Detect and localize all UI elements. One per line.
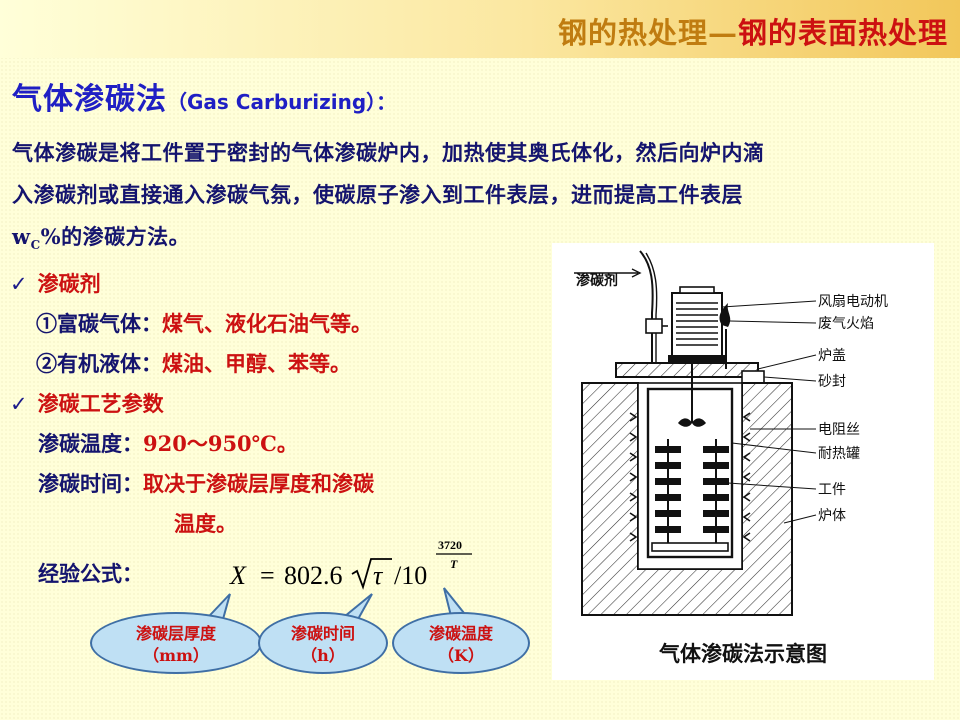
bubble-time-line2: （h）: [301, 646, 345, 665]
inlet-label: 渗碳剂: [576, 272, 618, 289]
label-sand-seal: 砂封: [818, 374, 846, 390]
agent-gas-value: 煤气、液化石油气等。: [162, 311, 372, 336]
param-temp-value: 920～950℃。: [143, 431, 298, 456]
agent-gas-label: ①富碳气体：: [36, 311, 162, 336]
slide-title-cn: 气体渗碳法: [12, 82, 167, 117]
agent-item-gas: ①富碳气体：煤气、液化石油气等。: [10, 304, 374, 344]
param-time-value-2: 温度。: [174, 511, 237, 536]
formula-sqrt-sign: [351, 558, 392, 590]
label-fan-motor: 风扇电动机: [818, 294, 888, 310]
bubble-time-line1: 渗碳时间: [290, 624, 355, 643]
leader-lines: [721, 300, 817, 524]
intro-paragraph: 气体渗碳是将工件置于密封的气体渗碳炉内，加热使其奥氏体化，然后向炉内滴 入渗碳剂…: [12, 132, 957, 266]
formula-lhs: X: [229, 561, 247, 590]
header-main-title: 钢的热处理: [557, 16, 708, 50]
header-dash: —: [707, 16, 738, 50]
furnace-diagram-svg: 渗碳剂: [574, 250, 888, 666]
intro-line-2: 入渗碳剂或直接通入渗碳气氛，使碳原子渗入到工件表层，进而提高工件表层: [12, 182, 743, 207]
param-temp-label: 渗碳温度：: [38, 431, 143, 456]
formula-exp-numerator: 3720: [438, 538, 462, 552]
bubble-time: 渗碳时间 （h）: [258, 612, 388, 674]
inlet-pipe: [639, 250, 654, 363]
param-time: 渗碳时间：取决于渗碳层厚度和渗碳: [10, 464, 374, 504]
agent-item-liquid: ②有机液体：煤油、甲醇、苯等。: [10, 344, 374, 384]
bubble-temp-line1: 渗碳温度: [428, 624, 493, 643]
agent-liquid-label: ②有机液体：: [36, 351, 162, 376]
label-furnace-body: 炉体: [818, 508, 846, 524]
furnace-diagram: 渗碳剂: [552, 243, 934, 680]
motor-base: [668, 355, 726, 363]
formula-coefficient: 802.6: [284, 561, 343, 590]
slide-title-en: （Gas Carburizing）：: [167, 90, 397, 114]
params-heading: 渗碳工艺参数: [37, 391, 164, 416]
sand-seal: [741, 370, 765, 384]
bubble-thickness-line1: 渗碳层厚度: [135, 624, 216, 643]
params-heading-row: ✓ 渗碳工艺参数: [10, 384, 374, 424]
wc-subscript: C: [30, 238, 41, 253]
inlet-pipe-inner: [645, 252, 658, 363]
formula-label: 经验公式：: [38, 561, 143, 586]
intro-line-3-tail: %的渗碳方法。: [40, 224, 191, 249]
bubble-thickness-line2: （mm）: [143, 646, 209, 665]
exhaust-flame-icon: [719, 303, 731, 327]
formula-exp-denominator: T: [450, 557, 458, 571]
slide-title: 气体渗碳法（Gas Carburizing）：: [12, 74, 396, 118]
header-band: 钢的热处理—钢的表面热处理: [0, 0, 960, 58]
check-icon: ✓: [10, 272, 28, 296]
workpieces: [655, 439, 729, 543]
workpiece-tray: [651, 542, 729, 552]
label-workpiece: 工件: [818, 482, 846, 498]
header-title: 钢的热处理—钢的表面热处理: [558, 10, 948, 52]
formula-tau: τ: [373, 561, 384, 590]
furnace-lid: [615, 362, 759, 378]
label-lid: 炉盖: [818, 348, 846, 364]
inlet-valve: [645, 318, 663, 334]
bubble-temperature: 渗碳温度 （K）: [392, 612, 530, 674]
inlet-arrowhead: [631, 268, 642, 278]
bubble-layer-thickness: 渗碳层厚度 （mm）: [90, 612, 262, 674]
fan-icon: [678, 418, 706, 427]
label-exhaust-flame: 废气火焰: [818, 316, 874, 332]
header-sub-title: 钢的表面热处理: [737, 16, 948, 50]
label-resistance-wire: 电阻丝: [818, 422, 860, 438]
bubble-temp-line2: （K）: [438, 646, 484, 665]
resistance-wire: [629, 412, 751, 542]
param-time-continued: 温度。: [10, 504, 374, 544]
formula-equals: =: [260, 561, 275, 590]
intro-line-1: 气体渗碳是将工件置于密封的气体渗碳炉内，加热使其奥氏体化，然后向炉内滴: [12, 140, 765, 165]
param-time-label: 渗碳时间：: [38, 471, 143, 496]
agents-heading-row: ✓ 渗碳剂: [10, 264, 374, 304]
motor-cap: [679, 286, 715, 294]
formula-divide-ten: /10: [394, 561, 427, 590]
intro-line-3: wC%的渗碳方法。: [12, 216, 957, 266]
diagram-caption: 气体渗碳法示意图: [658, 641, 827, 666]
param-time-value-1: 取决于渗碳层厚度和渗碳: [143, 471, 374, 496]
fan-motor: [671, 292, 723, 360]
formula: X = 802.6 τ /10 3720 T: [229, 538, 472, 590]
motor-fins: [676, 302, 718, 346]
agents-heading: 渗碳剂: [37, 271, 101, 296]
wc-symbol: w: [12, 224, 31, 249]
param-temperature: 渗碳温度：920～950℃。: [10, 424, 374, 464]
check-icon: ✓: [10, 392, 28, 416]
agent-liquid-value: 煤油、甲醇、苯等。: [162, 351, 351, 376]
bullet-list: ✓ 渗碳剂 ①富碳气体：煤气、液化石油气等。 ②有机液体：煤油、甲醇、苯等。 ✓ 渗…: [10, 264, 374, 544]
label-retort: 耐热罐: [818, 446, 860, 462]
